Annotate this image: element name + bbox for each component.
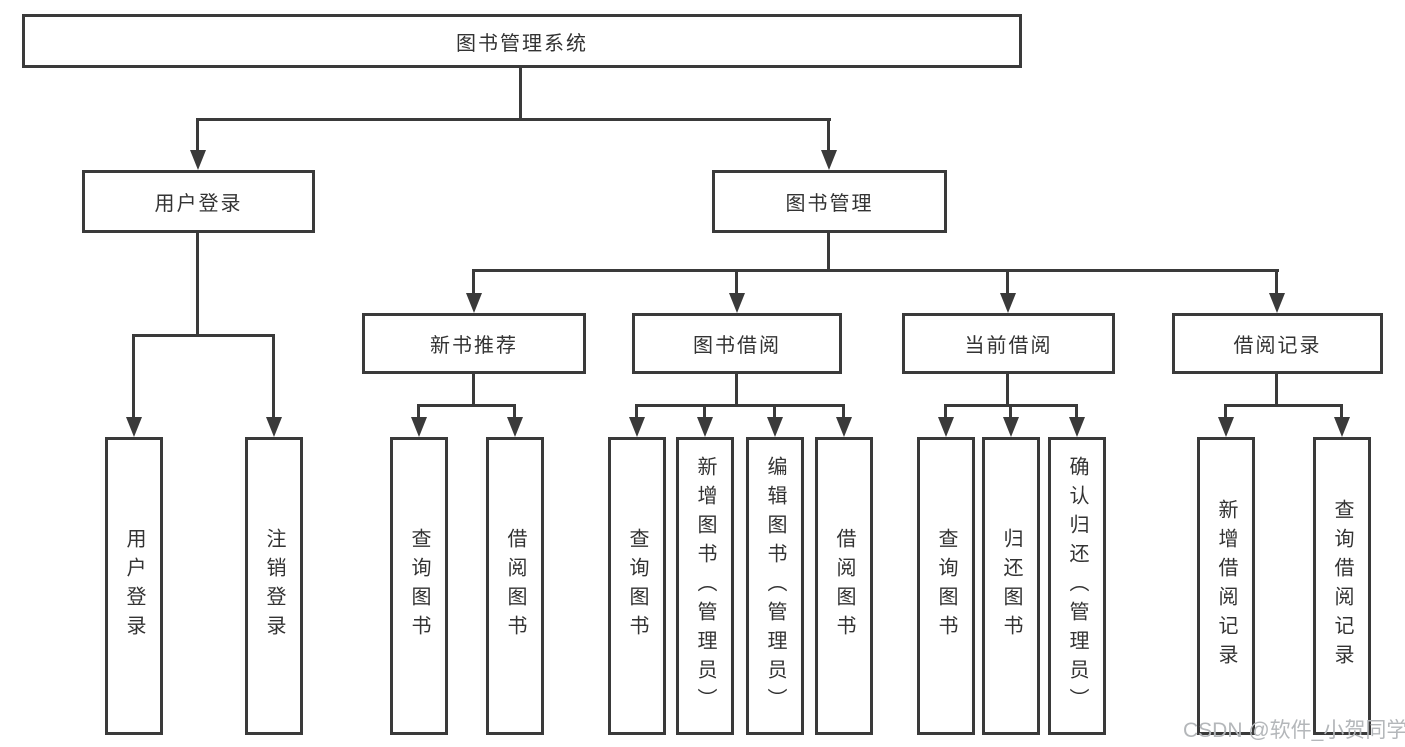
arrow-down-icon: [1000, 293, 1016, 313]
connector-records-vline: [1275, 374, 1278, 406]
leaf-return-books: 归还图书: [982, 437, 1040, 735]
connector-records-stub-2: [1340, 404, 1343, 419]
connector-recommend-hline: [417, 404, 516, 407]
connector-book-mgmt-hline: [472, 269, 1279, 272]
arrow-down-icon: [629, 417, 645, 437]
connector-root-hline: [196, 118, 831, 121]
node-library-system: 图书管理系统: [22, 14, 1022, 68]
node-book-borrowing-label: 图书借阅: [693, 335, 781, 357]
connector-book-mgmt-stub-1: [472, 269, 475, 295]
connector-current-vline: [1006, 374, 1009, 406]
connector-records-stub-1: [1224, 404, 1227, 419]
connector-root-stub-right: [827, 118, 830, 152]
node-borrow-records: 借阅记录: [1172, 313, 1383, 374]
connector-user-login-hline: [132, 334, 275, 337]
arrow-down-icon: [1069, 417, 1085, 437]
leaf-query-books-current-label: 查询图书: [935, 528, 957, 644]
leaf-query-books-recommend: 查询图书: [390, 437, 448, 735]
connector-book-mgmt-stub-2: [735, 269, 738, 295]
arrow-down-icon: [938, 417, 954, 437]
leaf-borrow-books-recommend: 借阅图书: [486, 437, 544, 735]
node-book-management: 图书管理: [712, 170, 947, 233]
leaf-add-books-admin-label: 新增图书（管理员）: [694, 455, 716, 717]
arrow-down-icon: [507, 417, 523, 437]
connector-book-mgmt-stub-3: [1006, 269, 1009, 295]
connector-borrowing-stub-2: [703, 404, 706, 419]
connector-borrowing-stub-4: [842, 404, 845, 419]
leaf-query-books-current: 查询图书: [917, 437, 975, 735]
node-book-management-label: 图书管理: [785, 193, 874, 215]
connector-records-hline: [1224, 404, 1343, 407]
leaf-add-books-admin: 新增图书（管理员）: [676, 437, 734, 735]
connector-recommend-vline: [472, 374, 475, 406]
arrow-down-icon: [1334, 417, 1350, 437]
leaf-return-books-label: 归还图书: [1000, 528, 1022, 644]
leaf-query-borrow-record: 查询借阅记录: [1313, 437, 1371, 735]
node-user-login: 用户登录: [82, 170, 315, 233]
leaf-edit-books-admin: 编辑图书（管理员）: [746, 437, 804, 735]
node-current-borrowing-label: 当前借阅: [964, 335, 1053, 357]
connector-user-login-stub-1: [132, 334, 135, 419]
leaf-borrow-books-label: 借阅图书: [833, 528, 855, 644]
arrow-down-icon: [266, 417, 282, 437]
leaf-user-login-label: 用户登录: [123, 528, 145, 644]
leaf-query-borrow-record-label: 查询借阅记录: [1331, 499, 1353, 673]
arrow-down-icon: [411, 417, 427, 437]
arrow-down-icon: [697, 417, 713, 437]
leaf-add-borrow-record-label: 新增借阅记录: [1215, 499, 1237, 673]
connector-recommend-stub-1: [417, 404, 420, 419]
connector-user-login-stub-2: [272, 334, 275, 419]
node-library-system-label: 图书管理系统: [456, 32, 588, 55]
connector-borrowing-vline: [735, 374, 738, 406]
node-user-login-label: 用户登录: [154, 193, 243, 215]
csdn-watermark: CSDN @软件_小贺同学: [1183, 719, 1405, 742]
leaf-logout-label: 注销登录: [263, 528, 285, 644]
node-new-book-recommend: 新书推荐: [362, 313, 586, 374]
leaf-logout: 注销登录: [245, 437, 303, 735]
leaf-edit-books-admin-label: 编辑图书（管理员）: [764, 455, 786, 717]
connector-book-mgmt-vline: [827, 233, 830, 271]
node-borrow-records-label: 借阅记录: [1233, 335, 1322, 357]
leaf-user-login: 用户登录: [105, 437, 163, 735]
leaf-borrow-books-recommend-label: 借阅图书: [504, 528, 526, 644]
leaf-query-books-borrowing-label: 查询图书: [626, 528, 648, 644]
arrow-down-icon: [1003, 417, 1019, 437]
leaf-confirm-return-admin: 确认归还（管理员）: [1048, 437, 1106, 735]
leaf-query-books-recommend-label: 查询图书: [408, 528, 430, 644]
connector-borrowing-stub-3: [773, 404, 776, 419]
connector-root-stub-left: [196, 118, 199, 152]
arrow-down-icon: [821, 150, 837, 170]
arrow-down-icon: [126, 417, 142, 437]
arrow-down-icon: [1218, 417, 1234, 437]
connector-borrowing-stub-1: [635, 404, 638, 419]
node-book-borrowing: 图书借阅: [632, 313, 842, 374]
connector-current-stub-3: [1075, 404, 1078, 419]
leaf-borrow-books: 借阅图书: [815, 437, 873, 735]
connector-book-mgmt-stub-4: [1275, 269, 1278, 295]
arrow-down-icon: [767, 417, 783, 437]
leaf-add-borrow-record: 新增借阅记录: [1197, 437, 1255, 735]
connector-user-login-vline: [196, 233, 199, 336]
leaf-query-books-borrowing: 查询图书: [608, 437, 666, 735]
connector-current-stub-1: [944, 404, 947, 419]
arrow-down-icon: [466, 293, 482, 313]
arrow-down-icon: [190, 150, 206, 170]
connector-current-stub-2: [1009, 404, 1012, 419]
leaf-confirm-return-admin-label: 确认归还（管理员）: [1066, 455, 1088, 717]
arrow-down-icon: [836, 417, 852, 437]
connector-root-vline: [519, 68, 522, 120]
connector-borrowing-hline: [635, 404, 845, 407]
arrow-down-icon: [729, 293, 745, 313]
node-new-book-recommend-label: 新书推荐: [430, 335, 518, 357]
arrow-down-icon: [1269, 293, 1285, 313]
connector-recommend-stub-2: [513, 404, 516, 419]
node-current-borrowing: 当前借阅: [902, 313, 1115, 374]
